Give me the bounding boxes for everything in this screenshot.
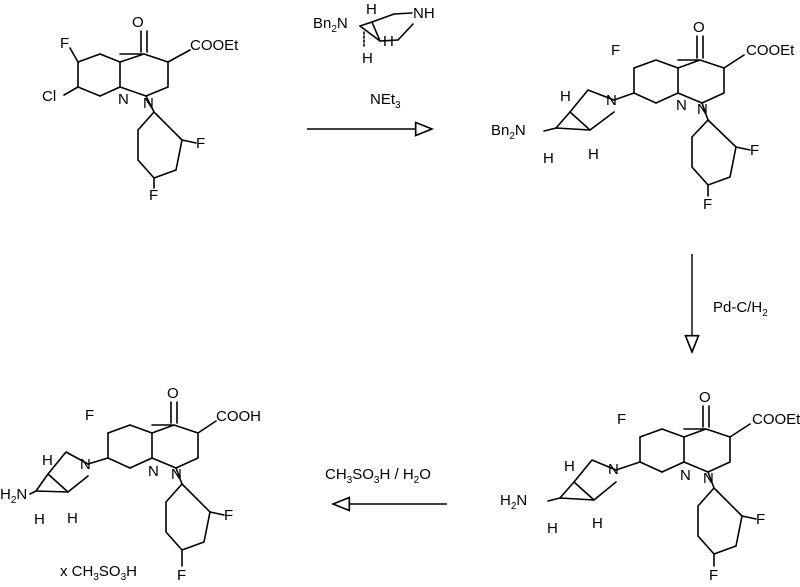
h-label: H	[564, 458, 575, 475]
intermediate-2: COOEt O F N N N F F H2N H H H	[500, 389, 800, 584]
ester-label: COOEt	[746, 42, 795, 59]
bicyclic-amine-reagent: Bn2N H H H NH	[313, 1, 435, 67]
ring-n-label: N	[148, 463, 159, 480]
fluoro-label: F	[196, 135, 205, 152]
oxo-label: O	[693, 19, 705, 36]
fluoro-label: F	[709, 567, 718, 584]
ring-n-label: N	[80, 456, 91, 473]
acid-label: COOH	[216, 408, 261, 425]
ring-n-label: N	[606, 92, 617, 109]
ester-label: COOEt	[190, 37, 239, 54]
ester-label: COOEt	[752, 411, 800, 428]
h-label: H	[543, 150, 554, 167]
h-label: H	[560, 88, 571, 105]
amine-label: H2N	[500, 492, 527, 512]
step1-reagent: NEt3	[370, 91, 401, 111]
fluoro-label: F	[756, 511, 765, 528]
ring-n-label: N	[680, 467, 691, 484]
h-label: H	[588, 146, 599, 163]
intermediate-1: COOEt O F N N N F F Bn2N H H H	[491, 19, 795, 213]
fluoro-label: F	[177, 567, 186, 584]
h-label: H	[42, 452, 53, 469]
step2-reagent: Pd-C/H2	[713, 299, 768, 319]
bn-label: Bn2N	[313, 15, 348, 35]
h-label: H	[547, 520, 558, 537]
nh-label: NH	[413, 5, 435, 22]
fluoro-label: F	[703, 196, 712, 213]
oxo-label: O	[699, 389, 711, 406]
h-label: H	[67, 510, 78, 527]
oxo-label: O	[132, 14, 144, 31]
ring-n-label: N	[697, 101, 708, 118]
fluoro-label: F	[611, 42, 620, 59]
step3-reagent: CH3SO3H / H2O	[325, 466, 431, 486]
salt-label: x CH3SO3H	[60, 563, 137, 583]
fluoro-label: F	[750, 142, 759, 159]
fluoro-label: F	[85, 407, 94, 424]
h-label: H	[592, 515, 603, 532]
starting-material: O COOEt F Cl N N F F	[42, 14, 239, 204]
amine-label: H2N	[0, 486, 27, 506]
ring-n-label: N	[703, 470, 714, 487]
h-label: H	[366, 1, 377, 18]
ring-n-label: N	[118, 91, 129, 108]
ring-n-label: N	[676, 97, 687, 114]
h-label: H	[362, 50, 373, 67]
fluoro-label: F	[224, 507, 233, 524]
bn-label: Bn2N	[491, 122, 526, 142]
chloro-label: Cl	[42, 88, 56, 105]
ring-n-label: N	[171, 466, 182, 483]
final-product: COOH O F N N N F F H2N H H H x CH3SO3H	[0, 385, 261, 584]
ring-n-label: N	[608, 461, 619, 478]
ring-n-label: N	[143, 95, 154, 112]
fluoro-label: F	[149, 187, 158, 204]
fluoro-label: F	[617, 411, 626, 428]
h-label: H	[34, 511, 45, 528]
h-label: H	[383, 33, 394, 50]
fluoro-label: F	[60, 35, 69, 52]
oxo-label: O	[167, 385, 179, 402]
